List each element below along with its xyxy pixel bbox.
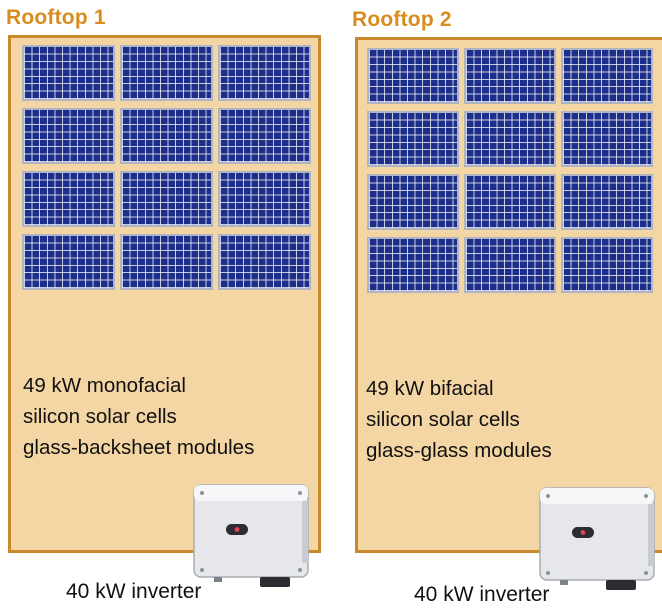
rooftop-2-panel-array [367, 48, 653, 293]
solar-panel-icon [464, 237, 556, 293]
solar-panel-icon [218, 108, 311, 164]
solar-panel-icon [561, 237, 653, 293]
rooftop-1-description-line: glass-backsheet modules [23, 436, 255, 459]
rooftop-2-description-line: 49 kW bifacial [366, 377, 494, 400]
solar-panel-icon [120, 108, 213, 164]
solar-panel-icon [464, 111, 556, 167]
solar-panel-icon [561, 174, 653, 230]
rooftop-2-inverter-label: 40 kW inverter [414, 583, 550, 606]
solar-panel-icon [22, 234, 115, 290]
rooftop-1-description-line: 49 kW monofacial [23, 374, 186, 397]
solar-panel-icon [367, 237, 459, 293]
solar-panel-icon [464, 174, 556, 230]
rooftop-2-description: 49 kW bifacial silicon solar cells glass… [366, 373, 552, 466]
solar-panel-icon [22, 171, 115, 227]
inverter-icon [539, 487, 655, 590]
solar-panel-icon [120, 171, 213, 227]
solar-panel-icon [464, 48, 556, 104]
solar-panel-icon [22, 45, 115, 101]
rooftop-1-title: Rooftop 1 [6, 6, 106, 29]
solar-panel-icon [120, 45, 213, 101]
rooftop-1-description-line: silicon solar cells [23, 405, 177, 428]
rooftop-1-description: 49 kW monofacial silicon solar cells gla… [23, 370, 254, 463]
rooftop-1-inverter-label: 40 kW inverter [66, 580, 202, 603]
solar-panel-icon [218, 45, 311, 101]
solar-panel-icon [367, 111, 459, 167]
solar-panel-icon [22, 108, 115, 164]
solar-panel-icon [561, 111, 653, 167]
solar-panel-icon [218, 234, 311, 290]
solar-panel-icon [367, 174, 459, 230]
solar-panel-icon [561, 48, 653, 104]
solar-panel-icon [367, 48, 459, 104]
rooftop-1-panel-array [22, 45, 311, 290]
solar-panel-icon [218, 171, 311, 227]
rooftop-2-description-line: silicon solar cells [366, 408, 520, 431]
rooftop-2-description-line: glass-glass modules [366, 439, 552, 462]
solar-panel-icon [120, 234, 213, 290]
rooftop-2-title: Rooftop 2 [352, 8, 452, 31]
inverter-icon [193, 484, 309, 587]
